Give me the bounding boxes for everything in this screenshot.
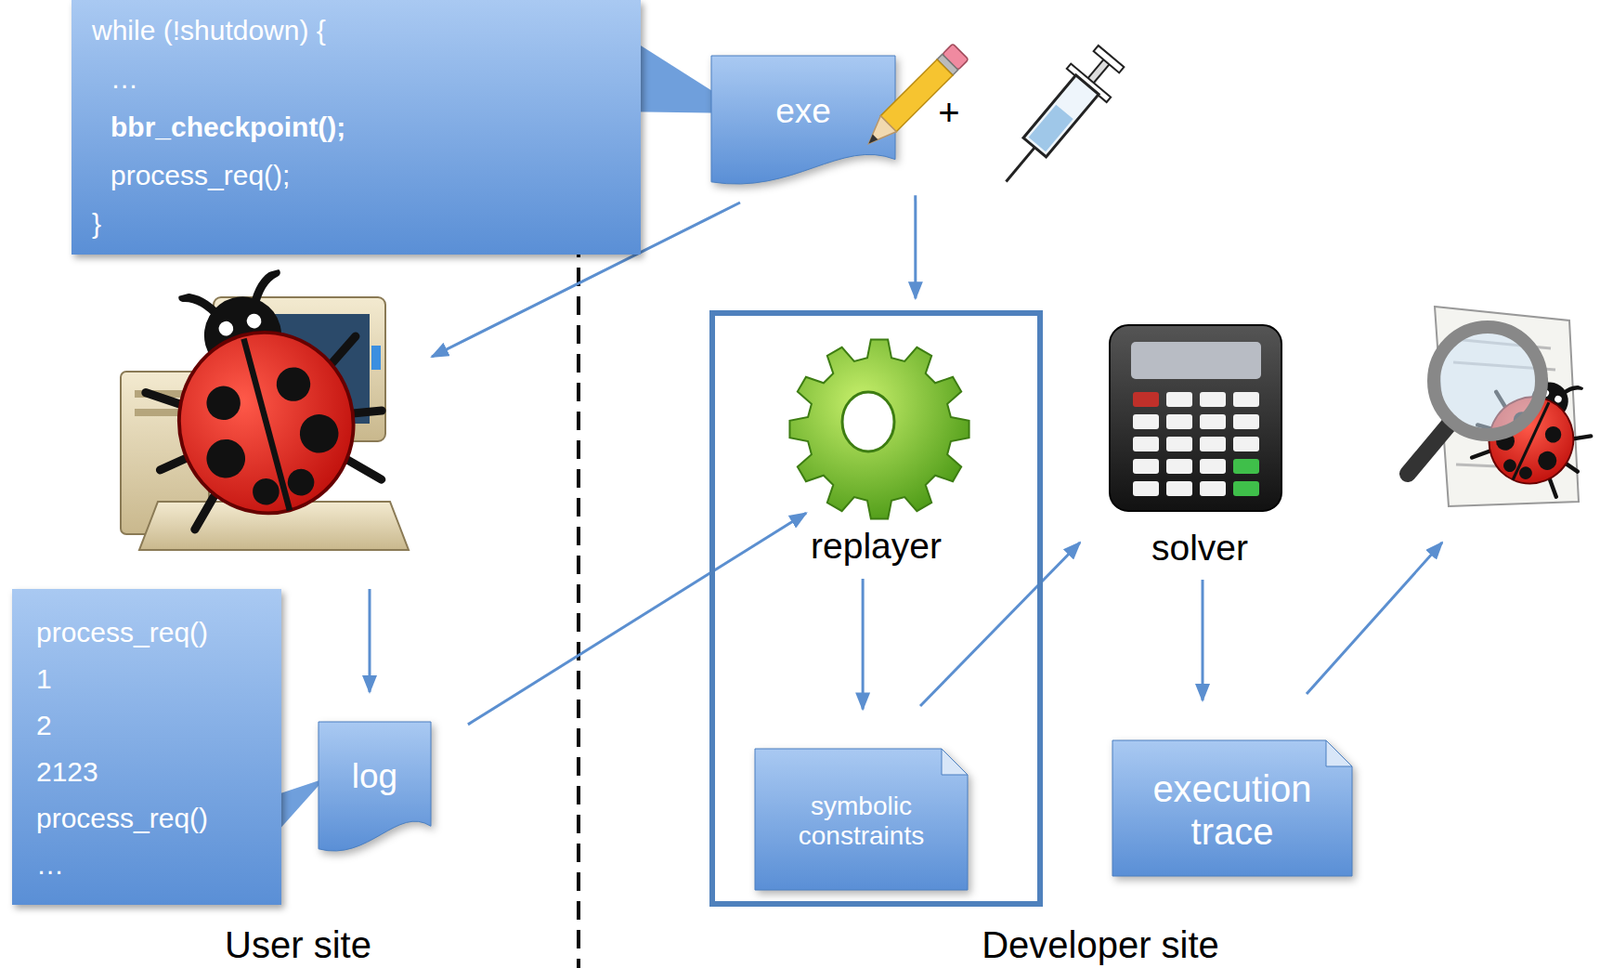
calculator-key <box>1199 481 1226 496</box>
pencil-icon <box>866 134 879 147</box>
pencil-icon <box>880 59 953 132</box>
pencil-icon <box>860 43 969 152</box>
calculator-icon <box>1131 341 1262 379</box>
plus-sign: + <box>937 91 960 134</box>
bug-report-icon <box>1433 326 1542 435</box>
node-label: exe <box>775 91 832 132</box>
text-block: exe <box>775 91 832 132</box>
code-line: process_req() <box>36 609 209 656</box>
gear-icon <box>789 338 969 519</box>
calculator-key <box>1199 458 1226 474</box>
code-line: process_req(); <box>91 151 346 200</box>
code-line: while (!shutdown) { <box>91 6 346 55</box>
document-shape <box>318 721 431 851</box>
code-line: 1 <box>36 655 209 703</box>
code-line: … <box>91 54 346 104</box>
bug-report-icon <box>1407 306 1600 507</box>
buggy-computer <box>118 255 409 550</box>
calculator-key <box>1166 436 1193 452</box>
log-doc: log <box>318 721 431 856</box>
flow-arrow <box>368 588 372 692</box>
calculator-key <box>1132 481 1159 496</box>
document-shape <box>1112 740 1353 876</box>
node-label: log <box>351 756 398 797</box>
calculator-key <box>1132 436 1159 452</box>
node-label: execution trace <box>1127 767 1338 853</box>
syringe-icon <box>1093 45 1125 73</box>
code-line: 2123 <box>36 748 209 795</box>
text-block: while (!shutdown) {…bbr_checkpoint();pro… <box>91 6 346 248</box>
syringe-icon <box>1028 104 1074 153</box>
site-label: User site <box>224 923 372 966</box>
flow-arrow <box>1306 542 1443 694</box>
calculator-key <box>1199 414 1226 430</box>
flow-arrow <box>920 542 1080 706</box>
code-line: } <box>91 199 346 248</box>
text-block: process_req()122123process_req()… <box>36 609 209 888</box>
calculator-key <box>1233 436 1260 452</box>
calculator-key <box>1199 391 1226 407</box>
node-label: symbolic constraints <box>773 791 950 851</box>
text-block: execution trace <box>1127 767 1338 853</box>
calculator-key <box>1132 458 1159 474</box>
pencil-icon <box>942 43 969 70</box>
calculator-icon <box>1109 325 1282 511</box>
flow-arrow <box>468 512 807 725</box>
flow-arrow <box>1201 579 1205 701</box>
tool-label: solver <box>1151 527 1249 569</box>
gear-hole <box>842 391 895 452</box>
document-shape <box>711 55 896 184</box>
node-label: replayer <box>810 525 942 568</box>
site-label: Developer site <box>981 923 1220 966</box>
executable-doc: exe <box>711 55 896 189</box>
page-fold <box>941 748 968 775</box>
calculator-key <box>1166 414 1193 430</box>
code-line: bbr_checkpoint(); <box>91 103 346 152</box>
code-line: 2 <box>36 702 209 749</box>
buggy-computer <box>371 345 381 370</box>
page-fold <box>1326 740 1353 767</box>
code-line: … <box>36 841 209 888</box>
calculator-key <box>1166 458 1193 474</box>
calculator-icon <box>1109 325 1282 511</box>
calculator-key <box>1132 414 1159 430</box>
pencil-icon <box>936 53 959 76</box>
text-block: log <box>351 756 398 797</box>
calculator-key <box>1166 481 1193 496</box>
calculator-key <box>1233 391 1260 407</box>
replayer-frame: symbolic constraints replayer <box>709 310 1043 907</box>
calculator-key <box>1199 436 1226 452</box>
flow-arrow <box>861 578 865 710</box>
text-block: replayer <box>810 525 942 568</box>
calculator-key <box>1233 414 1260 430</box>
trace-doc: execution trace <box>1112 740 1353 876</box>
calculator-key <box>1233 458 1260 474</box>
gear-icon <box>789 338 969 519</box>
log-callout: process_req()122123process_req()… <box>12 588 282 905</box>
syringe-icon <box>1005 147 1035 183</box>
text-block: symbolic constraints <box>773 791 950 851</box>
syringe-icon <box>986 39 1132 199</box>
syringe-icon <box>1023 75 1099 157</box>
constraints-doc: symbolic constraints <box>754 748 968 890</box>
calculator-key <box>1233 481 1260 496</box>
bug-report-icon <box>1407 422 1451 474</box>
flow-arrow <box>913 195 917 299</box>
calculator-key <box>1132 391 1159 407</box>
pencil-icon <box>860 116 897 152</box>
document-shape <box>754 748 968 890</box>
buggy-computer <box>118 255 402 540</box>
calculator-icon <box>1132 391 1260 496</box>
code-line: process_req() <box>36 794 209 842</box>
code-callout: while (!shutdown) {…bbr_checkpoint();pro… <box>71 0 641 255</box>
calculator-key <box>1166 391 1193 407</box>
